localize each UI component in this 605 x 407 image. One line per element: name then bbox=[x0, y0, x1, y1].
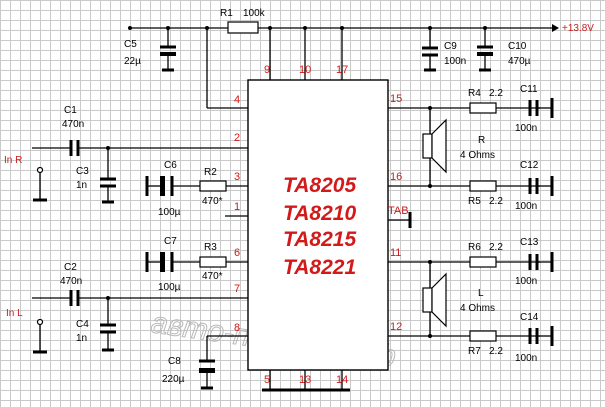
chip-name-3: TA8215 bbox=[283, 228, 356, 251]
r3-value: 470* bbox=[202, 271, 223, 282]
r1-ref: R1 bbox=[220, 8, 233, 19]
c11-value: 100n bbox=[515, 123, 537, 134]
r4-ref: R4 bbox=[468, 88, 481, 99]
c11-ref: C11 bbox=[520, 84, 538, 95]
r6-ref: R6 bbox=[468, 242, 481, 253]
c10-ref: C10 bbox=[508, 41, 527, 52]
c13-ref: C13 bbox=[520, 237, 539, 248]
c6-value: 100µ bbox=[158, 207, 181, 218]
c12-value: 100n bbox=[515, 201, 537, 212]
r2-ref: R2 bbox=[204, 167, 217, 178]
c9-ref: C9 bbox=[444, 41, 457, 52]
pin-13-label: 13 bbox=[299, 374, 311, 386]
c3-ref: C3 bbox=[76, 166, 89, 177]
pin-6-label: 6 bbox=[234, 247, 240, 259]
c3-value: 1n bbox=[76, 180, 87, 191]
pin-17-label: 17 bbox=[336, 64, 348, 76]
c14-ref: C14 bbox=[520, 312, 539, 323]
r7-value: 2.2 bbox=[489, 346, 503, 357]
input-left-network bbox=[32, 290, 248, 354]
bottom-pin-wires bbox=[262, 370, 350, 392]
chip-name-2: TA8210 bbox=[283, 202, 356, 225]
capacitor-c10 bbox=[477, 28, 493, 72]
r4-value: 2.2 bbox=[489, 88, 503, 99]
pin-2-label: 2 bbox=[234, 132, 240, 144]
speaker-r-channel: R bbox=[478, 135, 485, 146]
chip-name-1: TA8205 bbox=[283, 174, 356, 197]
c5-ref: C5 bbox=[124, 39, 137, 50]
c7-value: 100µ bbox=[158, 282, 181, 293]
c1-value: 470n bbox=[62, 119, 84, 130]
resistor-r1 bbox=[227, 21, 259, 34]
capacitor-c9 bbox=[422, 28, 438, 72]
input-right-network bbox=[32, 140, 248, 204]
capacitor-c8 bbox=[199, 335, 248, 390]
c5-value: 22µ bbox=[124, 56, 141, 67]
r3-ref: R3 bbox=[204, 242, 217, 253]
pin-11-label: 11 bbox=[390, 247, 401, 259]
c9-value: 100n bbox=[444, 56, 466, 67]
supply-rail bbox=[128, 21, 559, 34]
output-left-network bbox=[388, 252, 554, 346]
pin-12-label: 12 bbox=[390, 321, 402, 333]
feedback-left-network bbox=[145, 252, 248, 272]
tab-label: TAB bbox=[388, 205, 409, 217]
r5-value: 2.2 bbox=[489, 196, 503, 207]
pin-4-label: 4 bbox=[234, 94, 240, 106]
top-pin-wires bbox=[206, 28, 343, 109]
r6-value: 2.2 bbox=[489, 242, 503, 253]
speaker-l-channel: L bbox=[478, 288, 484, 299]
ic-body bbox=[247, 79, 389, 371]
r1-value: 100k bbox=[243, 8, 266, 19]
speaker-r-icon bbox=[431, 118, 447, 174]
pin-9-label: 9 bbox=[264, 64, 270, 76]
r7-ref: R7 bbox=[468, 346, 481, 357]
c12-ref: C12 bbox=[520, 160, 539, 171]
c10-value: 470µ bbox=[508, 56, 531, 67]
speaker-l-icon bbox=[431, 272, 447, 328]
r5-ref: R5 bbox=[468, 196, 481, 207]
input-left-label: In L bbox=[6, 308, 23, 319]
pin-15-label: 15 bbox=[390, 93, 402, 105]
c7-ref: C7 bbox=[164, 236, 177, 247]
c4-ref: C4 bbox=[76, 319, 89, 330]
c4-value: 1n bbox=[76, 333, 87, 344]
feedback-right-network bbox=[145, 176, 248, 196]
c14-value: 100n bbox=[515, 353, 537, 364]
speaker-r-impedance: 4 Ohms bbox=[460, 150, 495, 161]
supply-voltage-label: +13.8V bbox=[562, 23, 594, 34]
c1-ref: C1 bbox=[64, 105, 77, 116]
pin-1-label: 1 bbox=[234, 201, 240, 213]
pin-14-label: 14 bbox=[336, 374, 348, 386]
output-right-network bbox=[388, 98, 554, 196]
pin-7-label: 7 bbox=[234, 283, 240, 295]
c6-ref: C6 bbox=[164, 160, 177, 171]
c2-value: 470n bbox=[60, 276, 82, 287]
c8-ref: C8 bbox=[168, 356, 181, 367]
c2-ref: C2 bbox=[64, 262, 77, 273]
c13-value: 100n bbox=[515, 276, 537, 287]
r2-value: 470* bbox=[202, 196, 223, 207]
pin-3-label: 3 bbox=[234, 171, 240, 183]
speaker-l-impedance: 4 Ohms bbox=[460, 303, 495, 314]
capacitor-c5 bbox=[160, 28, 176, 72]
c8-value: 220µ bbox=[162, 374, 185, 385]
pin-16-label: 16 bbox=[390, 171, 402, 183]
chip-name-4: TA8221 bbox=[283, 256, 356, 279]
pin-8-label: 8 bbox=[234, 322, 240, 334]
pin-5-label: 5 bbox=[264, 374, 270, 386]
pin-10-label: 10 bbox=[299, 64, 311, 76]
supply-arrow-icon bbox=[552, 24, 559, 32]
input-right-label: In R bbox=[4, 155, 22, 166]
